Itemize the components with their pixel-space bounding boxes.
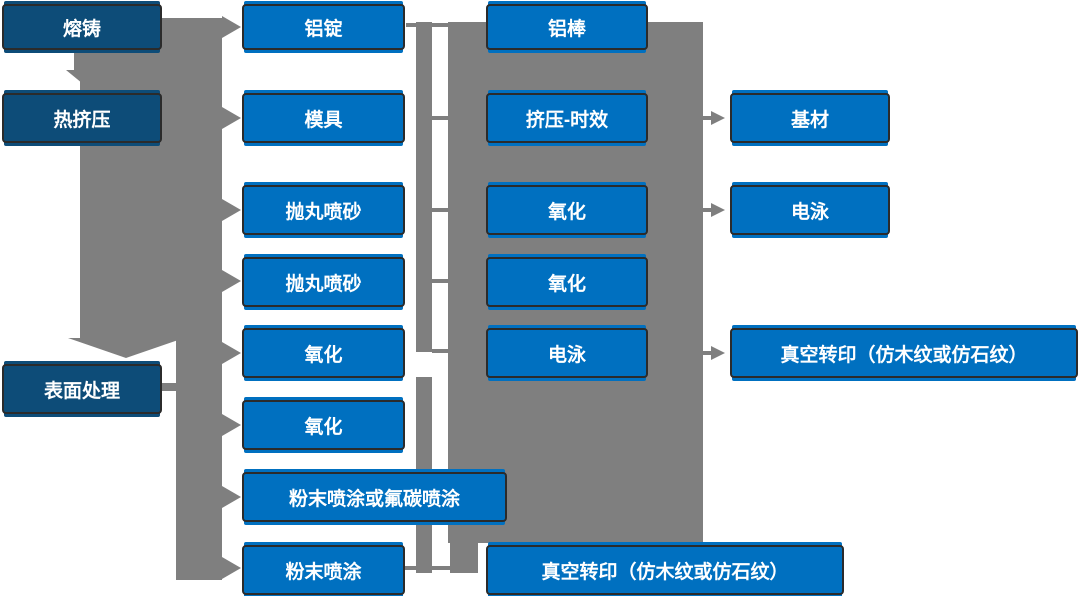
right-arrowhead-row1-icon (222, 16, 241, 38)
right-arrowhead-row3-icon (222, 199, 241, 221)
node-yanghua-2: 氧化 (242, 400, 405, 450)
node-rejiya: 热挤压 (2, 93, 162, 143)
connector-line-row5 (432, 349, 450, 353)
node-label: 氧化 (547, 273, 586, 295)
right-arrowhead-row4-icon (222, 270, 241, 292)
node-label: 电泳 (790, 201, 829, 223)
connector-electrophoresis-to-transfer-shaft (703, 351, 712, 355)
node-paowan-pensha-2: 抛丸喷砂 (242, 257, 405, 307)
node-label: 抛丸喷砂 (285, 273, 362, 295)
node-jicai: 基材 (730, 93, 890, 143)
right-arrowhead-row7-icon (222, 486, 241, 508)
node-label: 抛丸喷砂 (285, 201, 362, 223)
connector-mid-bar-top (416, 22, 432, 352)
node-label: 氧化 (304, 416, 343, 438)
connector-line-row2 (432, 116, 450, 120)
node-luding: 铝锭 (242, 4, 405, 50)
right-arrowhead-row8-icon (222, 557, 241, 579)
node-lubang: 铝棒 (486, 4, 648, 50)
connector-extrusion-aging-to-base-shaft (703, 116, 712, 120)
down-arrowhead-extrusion-to-surface-icon (68, 338, 184, 358)
connector-main-band (80, 18, 222, 338)
connector-right-band-stub (450, 543, 478, 573)
connector-oxidation-to-electrophoresis-shaft (703, 208, 712, 212)
connector-surface-band (176, 338, 222, 580)
node-yanghua-3: 氧化 (486, 185, 648, 235)
node-dianyong-2: 电泳 (730, 185, 890, 235)
node-moju: 模具 (242, 93, 405, 143)
connector-surface-link (162, 383, 176, 391)
node-label: 挤压-时效 (525, 109, 609, 131)
connector-line-row4 (432, 279, 450, 283)
node-label: 热挤压 (53, 109, 111, 131)
node-fenmo-pentu: 粉末喷涂 (242, 545, 405, 595)
node-label: 铝棒 (547, 18, 586, 40)
right-arrowhead-electrophoresis-icon (711, 203, 725, 217)
node-label: 熔铸 (62, 18, 101, 40)
node-zhenkong-zhuanyin-2: 真空转印（仿木纹或仿石纹） (730, 328, 1078, 378)
node-label: 真空转印（仿木纹或仿石纹） (541, 561, 789, 583)
node-label: 基材 (790, 109, 829, 131)
node-label: 真空转印（仿木纹或仿石纹） (780, 344, 1028, 366)
node-zhenkong-zhuanyin-1: 真空转印（仿木纹或仿石纹） (486, 545, 844, 595)
right-arrowhead-base-material-icon (711, 111, 725, 125)
node-fenmo-or-futan: 粉末喷涂或氟碳喷涂 (242, 472, 507, 522)
node-label: 电泳 (547, 344, 586, 366)
node-label: 表面处理 (43, 380, 120, 402)
node-label: 粉末喷涂或氟碳喷涂 (288, 488, 460, 510)
connector-line-row1 (406, 23, 450, 27)
connector-line-row8 (403, 566, 450, 570)
node-paowan-pensha-1: 抛丸喷砂 (242, 185, 405, 235)
connector-line-row3 (432, 208, 450, 212)
right-arrowhead-row5-icon (222, 342, 241, 364)
node-dianyong-1: 电泳 (486, 328, 648, 378)
node-label: 氧化 (304, 344, 343, 366)
node-jiya-shixiao: 挤压-时效 (486, 93, 648, 143)
node-label: 粉末喷涂 (285, 561, 362, 583)
node-rongzhu: 熔铸 (2, 4, 162, 50)
node-yanghua-1: 氧化 (242, 328, 405, 378)
right-arrowhead-vacuum-transfer-icon (711, 346, 725, 360)
node-yanghua-4: 氧化 (486, 257, 648, 307)
node-label: 模具 (304, 109, 343, 131)
right-arrowhead-row2-icon (222, 107, 241, 129)
node-label: 铝锭 (304, 18, 343, 40)
node-label: 氧化 (547, 201, 586, 223)
node-biaomianchuli: 表面处理 (2, 364, 162, 414)
right-arrowhead-row6-icon (222, 414, 241, 436)
